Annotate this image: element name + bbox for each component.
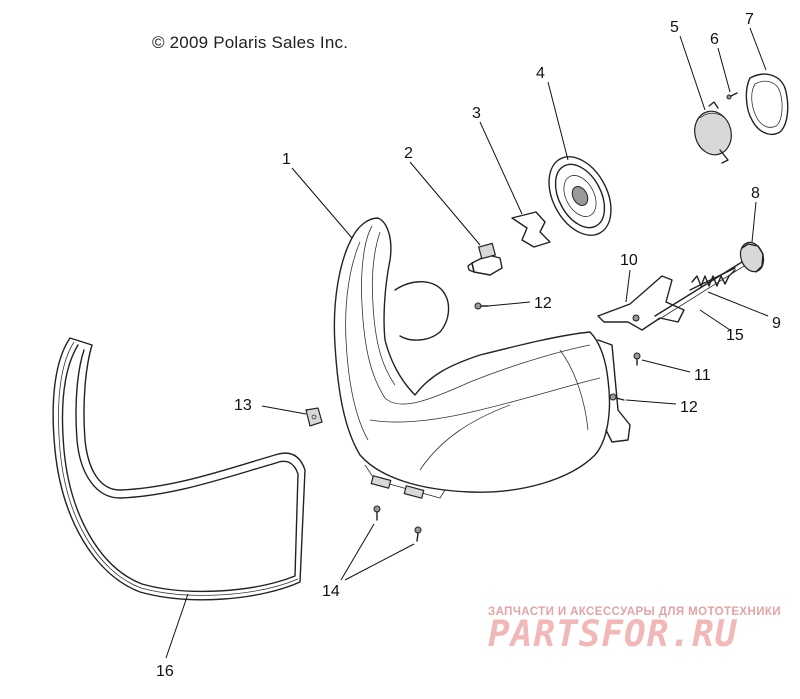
watermark-logo: PARTSFOR.RU bbox=[488, 614, 738, 655]
callout-4: 4 bbox=[536, 65, 545, 82]
callout-13: 13 bbox=[234, 397, 252, 414]
callout-5: 5 bbox=[670, 19, 679, 36]
part-9-adjuster-rod bbox=[654, 261, 745, 321]
callout-10: 10 bbox=[620, 252, 638, 269]
callout-8: 8 bbox=[751, 185, 760, 202]
callout-12-lower: 12 bbox=[680, 399, 698, 416]
callout-2: 2 bbox=[404, 145, 413, 162]
leader-lines bbox=[165, 27, 769, 659]
watermark-tagline: ЗАПЧАСТИ И АКСЕССУАРЫ ДЛЯ МОТОТЕХНИКИ bbox=[488, 606, 781, 618]
callout-3: 3 bbox=[472, 105, 481, 122]
callout-numbers: 1 2 3 4 5 6 7 8 9 10 11 12 12 13 14 15 1… bbox=[156, 11, 781, 680]
part-10-bracket bbox=[597, 275, 685, 331]
callout-12-upper: 12 bbox=[534, 295, 552, 312]
callout-6: 6 bbox=[710, 31, 719, 48]
part-12-screw-lower bbox=[609, 393, 625, 401]
part-16-gasket bbox=[52, 337, 306, 601]
part-5-dust-cover bbox=[694, 101, 732, 164]
part-4-reflector bbox=[548, 156, 612, 236]
callout-14: 14 bbox=[322, 583, 340, 600]
part-3-wire-clip bbox=[511, 211, 551, 248]
callout-16: 16 bbox=[156, 663, 174, 680]
part-6-pin bbox=[726, 92, 738, 100]
callout-15: 15 bbox=[726, 327, 744, 344]
part-12-screw-upper bbox=[474, 302, 489, 310]
part-7-gasket bbox=[745, 73, 789, 136]
part-2-bulb bbox=[467, 242, 503, 276]
part-11-screw bbox=[633, 352, 641, 366]
callout-11: 11 bbox=[694, 367, 711, 384]
copyright-text: © 2009 Polaris Sales Inc. bbox=[152, 33, 349, 52]
callout-1: 1 bbox=[282, 151, 291, 168]
callout-7: 7 bbox=[745, 11, 754, 28]
callout-9: 9 bbox=[772, 315, 781, 332]
part-8-adjuster-knob bbox=[739, 241, 765, 273]
part-1-headlight-housing bbox=[333, 217, 631, 499]
part-13-clip-nut bbox=[305, 407, 323, 427]
part-14-screw-right bbox=[414, 526, 422, 542]
part-14-screw-left bbox=[373, 505, 381, 521]
